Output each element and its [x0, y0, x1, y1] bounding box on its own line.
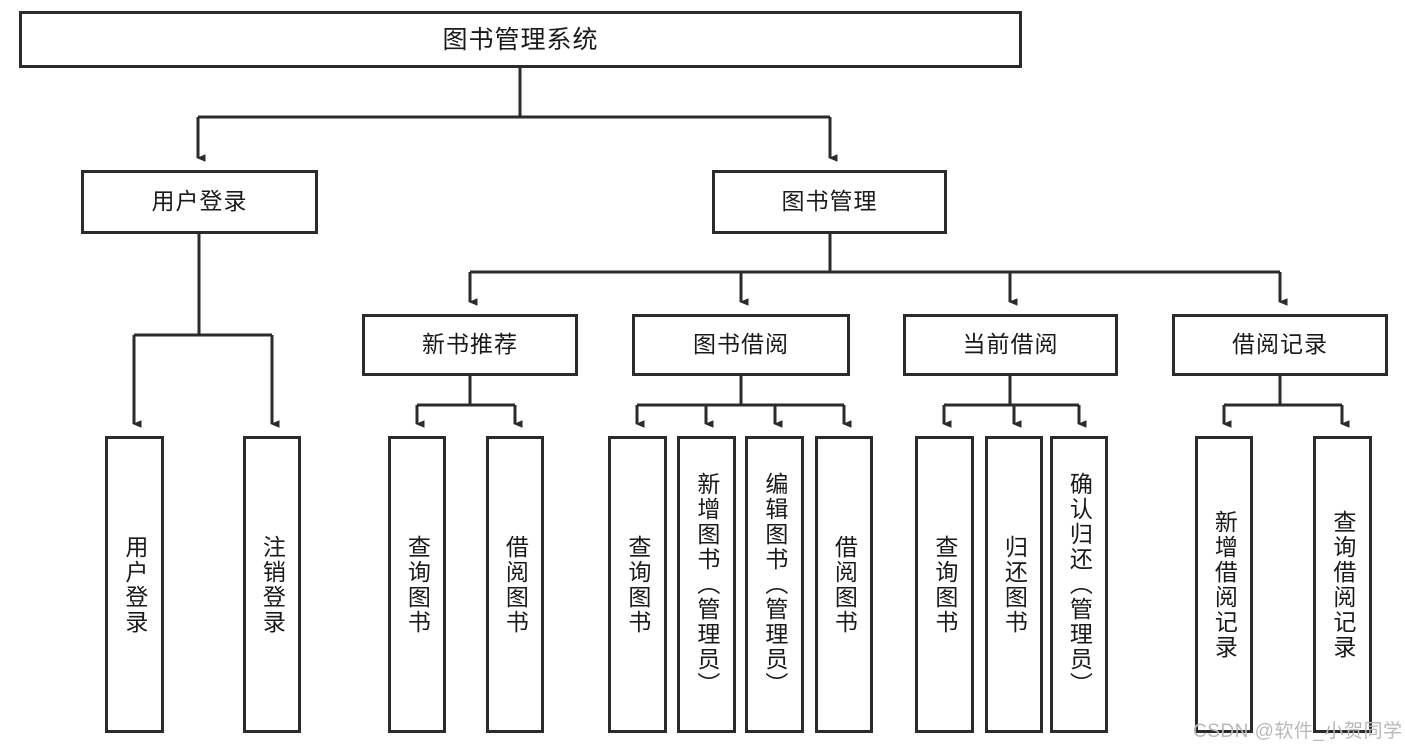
leaf-add-record[interactable]: 新增借阅记录 [1195, 436, 1253, 733]
node-book-borrow[interactable]: 图书借阅 [632, 314, 850, 376]
leaf-add-book[interactable]: 新增图书（管理员） [677, 436, 736, 733]
node-new-book-recommend-label: 新书推荐 [422, 331, 518, 358]
leaf-user-login[interactable]: 用户登录 [105, 436, 164, 733]
leaf-borrow-book-2[interactable]: 借阅图书 [815, 436, 873, 733]
leaf-query-book-3[interactable]: 查询图书 [915, 436, 974, 733]
node-user-login-label: 用户登录 [151, 188, 248, 215]
node-root[interactable]: 图书管理系统 [19, 11, 1022, 68]
leaf-edit-book[interactable]: 编辑图书（管理员） [745, 436, 804, 733]
node-new-book-recommend[interactable]: 新书推荐 [362, 314, 578, 376]
leaf-edit-book-label: 编辑图书（管理员） [761, 472, 788, 697]
leaf-user-logout[interactable]: 注销登录 [243, 436, 301, 733]
watermark-text: CSDN @软件_小贺同学 [1193, 721, 1403, 742]
leaf-user-logout-label: 注销登录 [259, 534, 286, 635]
leaf-user-login-label: 用户登录 [121, 534, 148, 635]
leaf-add-record-label: 新增借阅记录 [1211, 509, 1238, 660]
leaf-confirm-return[interactable]: 确认归还（管理员） [1050, 436, 1108, 733]
leaf-return-book[interactable]: 归还图书 [985, 436, 1043, 733]
leaf-query-record[interactable]: 查询借阅记录 [1313, 436, 1372, 733]
node-current-borrow[interactable]: 当前借阅 [903, 314, 1118, 376]
leaf-return-book-label: 归还图书 [1001, 534, 1028, 635]
leaf-query-book-3-label: 查询图书 [931, 534, 958, 635]
node-book-manage[interactable]: 图书管理 [712, 170, 947, 234]
leaf-add-book-label: 新增图书（管理员） [693, 472, 720, 697]
leaf-borrow-book-2-label: 借阅图书 [831, 534, 858, 635]
node-current-borrow-label: 当前借阅 [962, 331, 1059, 358]
leaf-query-book-2[interactable]: 查询图书 [608, 436, 667, 733]
node-user-login[interactable]: 用户登录 [81, 170, 318, 234]
node-book-manage-label: 图书管理 [781, 188, 878, 215]
node-borrow-record-label: 借阅记录 [1232, 331, 1328, 358]
leaf-confirm-return-label: 确认归还（管理员） [1066, 472, 1093, 697]
node-book-borrow-label: 图书借阅 [693, 331, 789, 358]
node-borrow-record[interactable]: 借阅记录 [1172, 314, 1388, 376]
leaf-query-book-1[interactable]: 查询图书 [388, 436, 446, 733]
leaf-query-book-1-label: 查询图书 [404, 534, 431, 635]
leaf-query-record-label: 查询借阅记录 [1329, 509, 1356, 660]
node-root-label: 图书管理系统 [442, 25, 599, 54]
leaf-borrow-book-1[interactable]: 借阅图书 [486, 436, 544, 733]
leaf-borrow-book-1-label: 借阅图书 [502, 534, 529, 635]
leaf-query-book-2-label: 查询图书 [624, 534, 651, 635]
